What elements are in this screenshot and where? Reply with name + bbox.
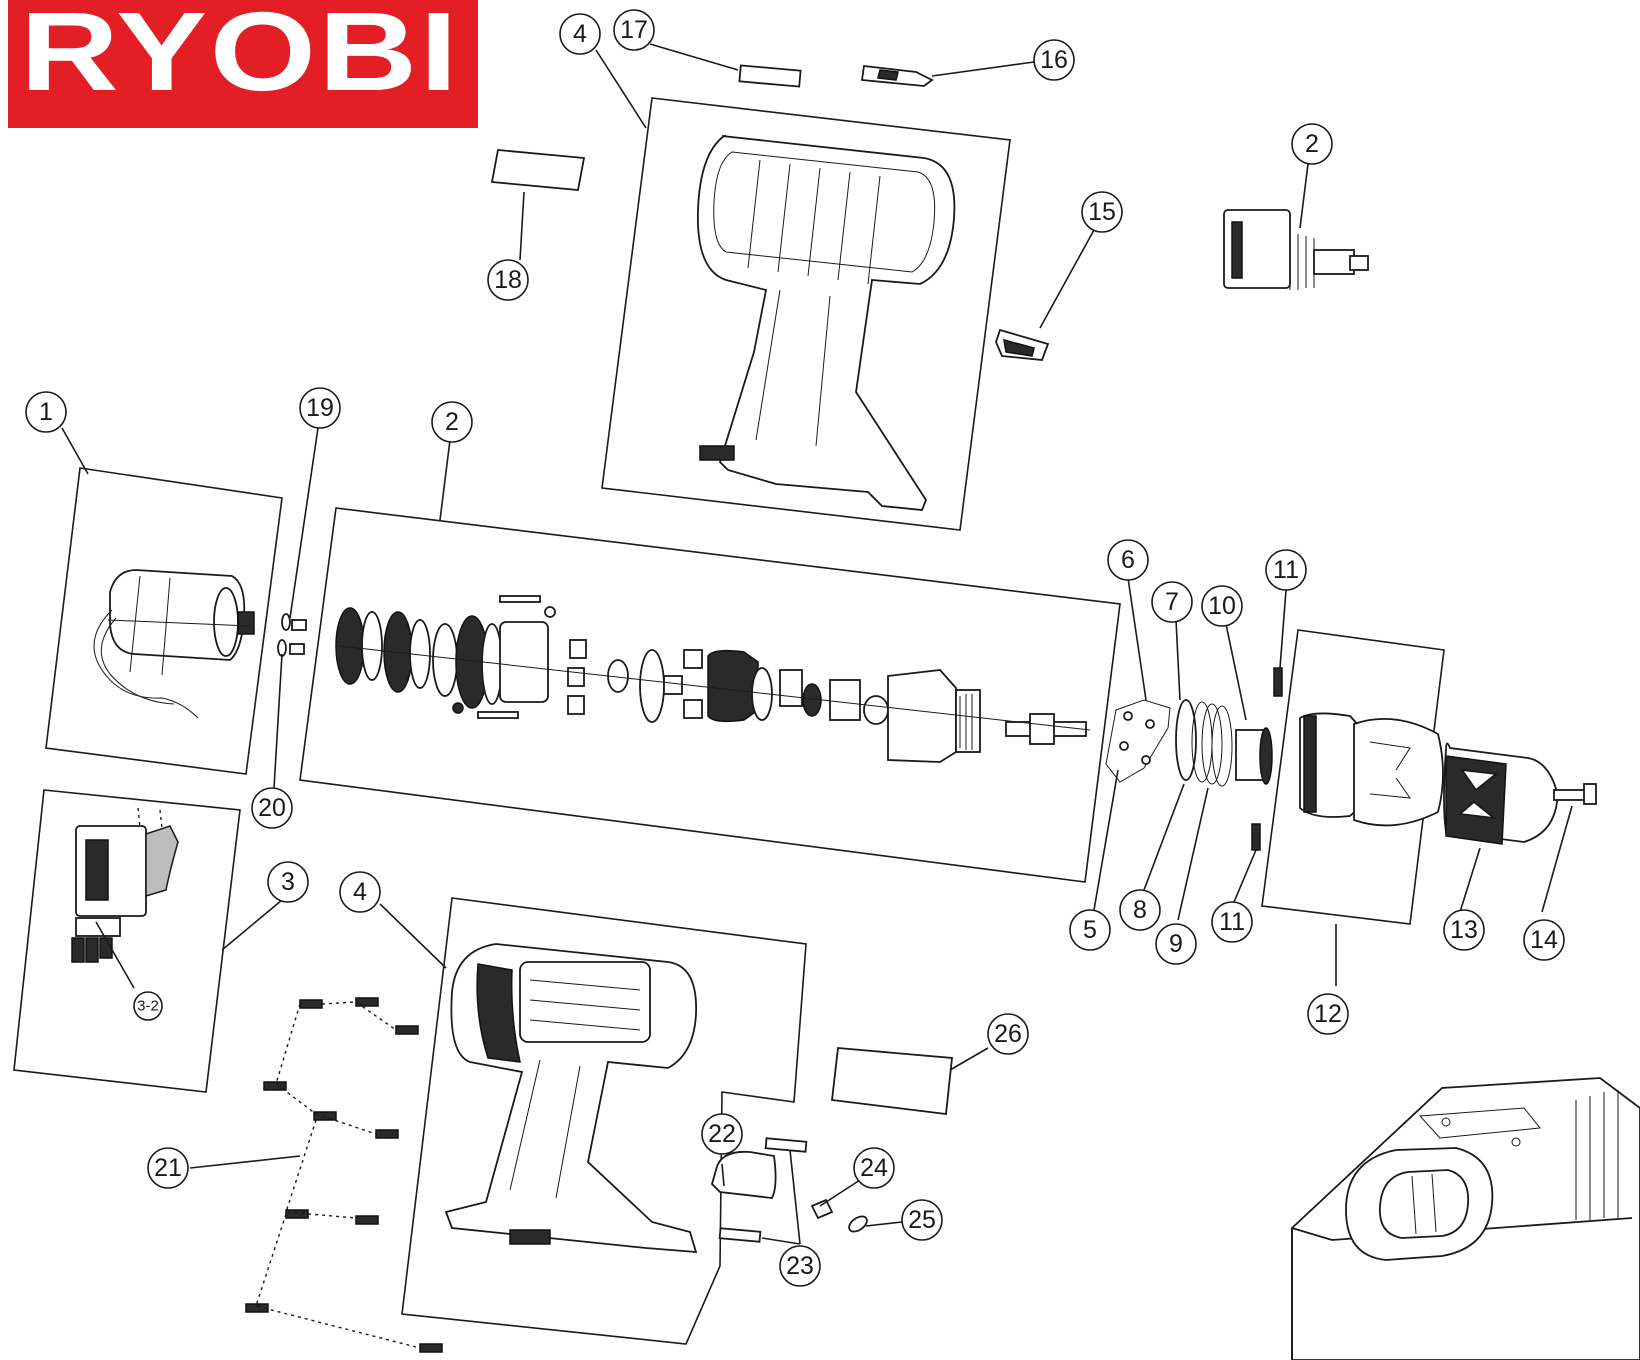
label-plate-icon: [490, 149, 586, 191]
callout-24: 24: [853, 1147, 895, 1189]
callout-15: 15: [1081, 191, 1123, 233]
switch-panel: [13, 789, 241, 1093]
callout-12: 12: [1307, 993, 1349, 1035]
pin-icon: [764, 1137, 808, 1153]
svg-text:24: 24: [860, 1154, 888, 1182]
latch-icon: [995, 328, 1050, 361]
svg-text:1: 1: [39, 398, 53, 426]
callout-25: 25: [901, 1199, 943, 1241]
svg-text:25: 25: [908, 1206, 936, 1234]
callout-4b: 4: [339, 871, 381, 913]
pin-icon: [718, 1227, 762, 1243]
leader-lines: [61, 43, 1573, 1245]
svg-text:19: 19: [306, 394, 334, 422]
clip-icon: [810, 1198, 834, 1220]
callout-16: 16: [1033, 39, 1075, 81]
svg-text:2: 2: [445, 408, 459, 436]
label-plate-icon: [831, 1047, 953, 1116]
svg-text:9: 9: [1169, 930, 1183, 958]
svg-text:2: 2: [1305, 130, 1319, 158]
svg-text:10: 10: [1208, 592, 1236, 620]
svg-text:6: 6: [1121, 546, 1135, 574]
charger-icon: [1291, 1077, 1640, 1360]
callout-23: 23: [779, 1245, 821, 1287]
svg-text:7: 7: [1165, 588, 1179, 616]
svg-text:17: 17: [620, 16, 648, 44]
washer-icon: [1105, 667, 1283, 851]
callout-10: 10: [1201, 585, 1243, 627]
callout-2a: 2: [431, 401, 473, 443]
svg-text:3: 3: [281, 868, 295, 896]
housing-icon: [697, 135, 956, 511]
svg-text:21: 21: [154, 1154, 182, 1182]
svg-text:26: 26: [994, 1020, 1022, 1048]
svg-text:8: 8: [1133, 896, 1147, 924]
svg-text:4: 4: [353, 878, 367, 906]
callout-3: 3: [267, 861, 309, 903]
svg-text:14: 14: [1530, 926, 1558, 954]
svg-text:3-2: 3-2: [137, 998, 159, 1015]
callout-8: 8: [1119, 889, 1161, 931]
svg-text:4: 4: [573, 20, 587, 48]
gearbox-icon: [335, 595, 1091, 763]
callout-22: 22: [701, 1113, 743, 1155]
washer-icon: [277, 613, 307, 657]
svg-text:5: 5: [1083, 916, 1097, 944]
svg-text:23: 23: [786, 1252, 814, 1280]
callout-7: 7: [1151, 581, 1193, 623]
svg-text:22: 22: [708, 1120, 736, 1148]
logo-text: RYOBI: [20, 0, 460, 114]
clutch-icon: [1299, 712, 1444, 827]
svg-text:13: 13: [1450, 916, 1478, 944]
callout-2b: 2: [1291, 123, 1333, 165]
callout-6: 6: [1107, 539, 1149, 581]
svg-text:12: 12: [1314, 1000, 1342, 1028]
clip-icon: [860, 65, 934, 87]
callout-9: 9: [1155, 923, 1197, 965]
housing-icon: [444, 943, 698, 1254]
pin-icon: [738, 64, 802, 88]
callout-19: 19: [299, 387, 341, 429]
chuck-icon: [1443, 742, 1597, 845]
gearbox-icon: [1223, 209, 1369, 290]
callout-17: 17: [613, 9, 655, 51]
svg-text:20: 20: [258, 794, 286, 822]
nut-icon: [848, 1215, 868, 1233]
svg-text:18: 18: [494, 266, 522, 294]
callout-4a: 4: [559, 13, 601, 55]
callout-11b: 11: [1211, 901, 1253, 943]
callout-26: 26: [987, 1013, 1029, 1055]
motor-icon: [93, 569, 255, 719]
cover-icon: [710, 1150, 777, 1199]
callout-20: 20: [251, 787, 293, 829]
svg-text:15: 15: [1088, 198, 1116, 226]
svg-text:11: 11: [1273, 556, 1299, 584]
callout-11a: 11: [1265, 549, 1307, 591]
ryobi-logo: RYOBI: [8, 0, 478, 128]
callout-3-2: 3-2: [133, 991, 163, 1021]
svg-text:11: 11: [1219, 908, 1245, 936]
callout-13: 13: [1443, 909, 1485, 951]
callout-5: 5: [1069, 909, 1111, 951]
svg-text:16: 16: [1040, 46, 1068, 74]
callout-14: 14: [1523, 919, 1565, 961]
callout-18: 18: [487, 259, 529, 301]
callout-1: 1: [25, 391, 67, 433]
callout-21: 21: [147, 1147, 189, 1189]
screw-icon: [245, 997, 443, 1353]
